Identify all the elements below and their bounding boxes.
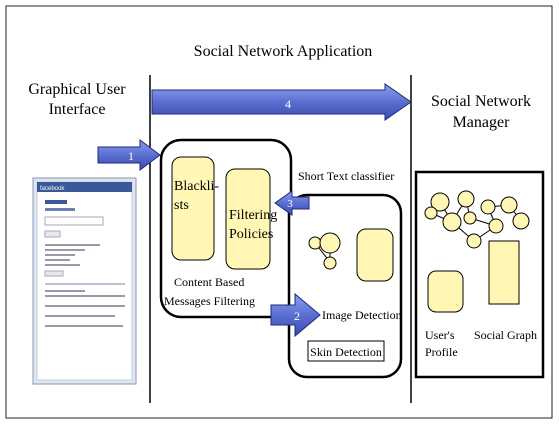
gui-label-line2: Interface (49, 101, 106, 118)
social-graph-label: Social Graph (474, 328, 537, 342)
classifier-node (356, 228, 394, 282)
screenshot-site-name: facebook (40, 186, 65, 192)
classifier-graph (308, 232, 341, 270)
arrow-3 (274, 190, 310, 216)
arrow-1 (97, 139, 161, 171)
arrow-1-label: 1 (128, 149, 134, 163)
arrow-3-label: 3 (287, 198, 293, 210)
manager-label-line2: Manager (453, 114, 511, 131)
filtering-policies-node (225, 168, 271, 270)
diagram-title: Social Network Application (194, 43, 373, 60)
image-detection-label: Image Detection (322, 308, 402, 322)
blacklists-label-line2: sts (174, 198, 189, 213)
arrow-2 (270, 292, 321, 338)
social-graph (424, 190, 530, 249)
user-profile-node (427, 270, 464, 313)
gui-screenshot: facebook (32, 177, 137, 385)
arrow-4 (151, 83, 412, 121)
blacklists-label-line1: Blackli- (174, 179, 219, 194)
blacklists-node (171, 156, 215, 261)
filtering-policies-label-line1: Filtering (229, 208, 277, 223)
skin-detection-box (307, 340, 385, 362)
short-text-classifier-label: Short Text classifier (298, 169, 394, 183)
manager-label-line1: Social Network (431, 93, 531, 110)
gui-label-line1: Graphical User (28, 81, 126, 98)
arrow-4-label: 4 (285, 97, 291, 111)
arrow-2-label: 2 (294, 309, 300, 323)
filtering-policies-label-line2: Policies (229, 227, 273, 242)
content-filtering-caption-line2: Messages Filtering (164, 294, 255, 308)
skin-detection-label: Skin Detection (310, 345, 382, 359)
user-profile-label-line2: Profile (425, 345, 458, 359)
content-filtering-caption-line1: Content Based (174, 275, 244, 289)
social-graph-node (488, 240, 520, 305)
user-profile-label-line1: User's (425, 328, 455, 342)
